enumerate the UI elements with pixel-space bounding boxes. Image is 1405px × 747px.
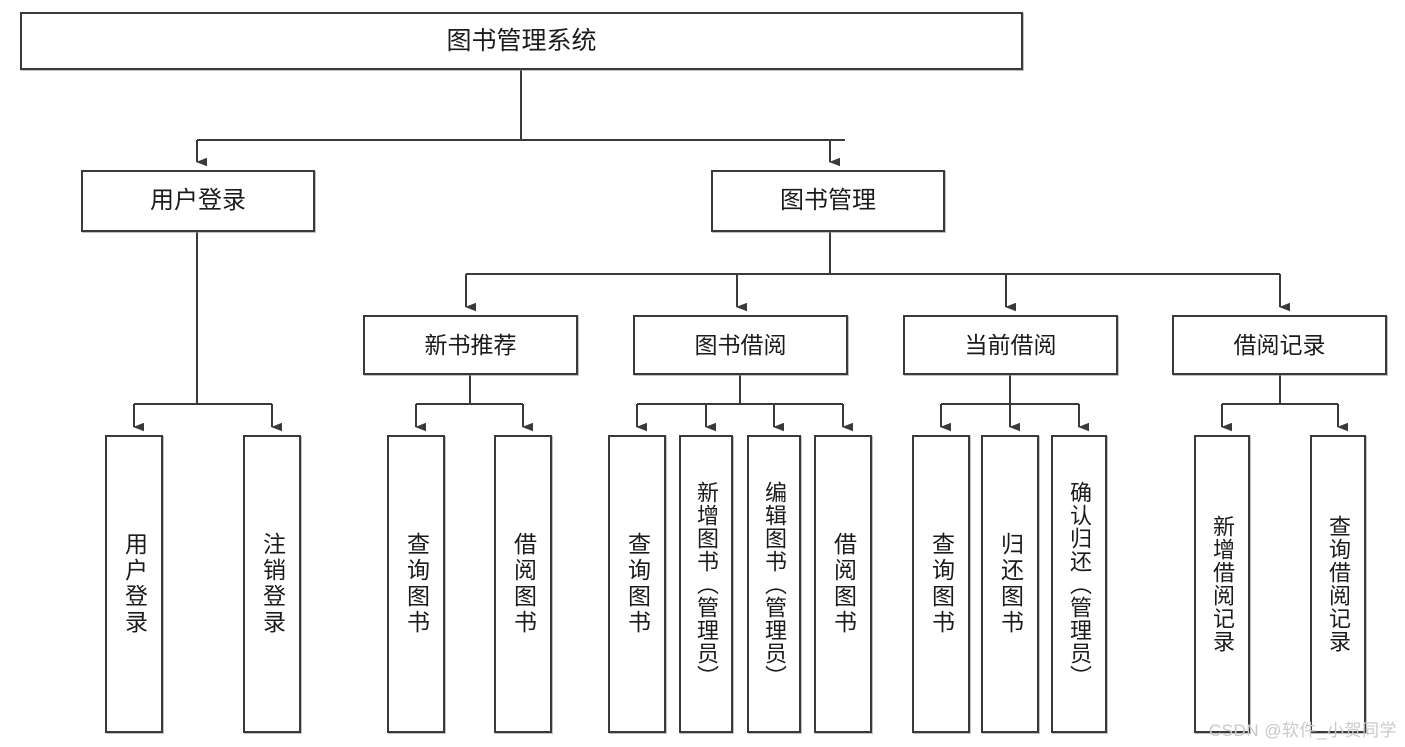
node-leaf-bookborrow-add-book-admin[interactable]: 新增图书（管理员） xyxy=(679,435,733,733)
node-leaf-currentborrow-confirm-return-admin[interactable]: 确认归还（管理员） xyxy=(1051,435,1107,733)
node-leaf-currentborrow-query-book[interactable]: 查询图书 xyxy=(912,435,970,733)
node-label: 确认归还（管理员） xyxy=(1067,480,1092,688)
node-leaf-newbook-query-book[interactable]: 查询图书 xyxy=(387,435,445,733)
node-label: 新增图书（管理员） xyxy=(694,480,719,688)
node-label: 查询图书 xyxy=(624,532,651,636)
node-label: 用户登录 xyxy=(121,532,148,636)
node-leaf-bookborrow-edit-book-admin[interactable]: 编辑图书（管理员） xyxy=(747,435,801,733)
node-leaf-bookborrow-borrow-book[interactable]: 借阅图书 xyxy=(814,435,872,733)
node-label: 图书借阅 xyxy=(694,331,787,358)
node-leaf-borrowrecord-add-record[interactable]: 新增借阅记录 xyxy=(1194,435,1250,733)
node-label: 当前借阅 xyxy=(964,331,1057,358)
node-new-book-recommend[interactable]: 新书推荐 xyxy=(363,315,578,375)
node-label: 借阅图书 xyxy=(510,532,537,636)
node-label: 注销登录 xyxy=(259,532,286,636)
node-book-management[interactable]: 图书管理 xyxy=(711,170,945,232)
node-label: 借阅图书 xyxy=(830,532,857,636)
node-current-borrow[interactable]: 当前借阅 xyxy=(903,315,1118,375)
node-borrow-record[interactable]: 借阅记录 xyxy=(1172,315,1387,375)
csdn-watermark: CSDN @软件_小贺同学 xyxy=(1208,721,1397,740)
node-label: 借阅记录 xyxy=(1233,331,1326,358)
node-leaf-newbook-borrow-book[interactable]: 借阅图书 xyxy=(494,435,552,733)
node-leaf-bookborrow-query-book[interactable]: 查询图书 xyxy=(608,435,666,733)
node-label: 归还图书 xyxy=(997,532,1024,636)
node-label: 编辑图书（管理员） xyxy=(762,480,787,688)
node-label: 图书管理系统 xyxy=(446,26,597,55)
node-user-login[interactable]: 用户登录 xyxy=(81,170,315,232)
node-leaf-user-login-logout[interactable]: 注销登录 xyxy=(243,435,301,733)
node-label: 查询图书 xyxy=(403,532,430,636)
node-leaf-currentborrow-return-book[interactable]: 归还图书 xyxy=(981,435,1039,733)
node-label: 用户登录 xyxy=(150,187,246,215)
node-label: 新增借阅记录 xyxy=(1210,515,1235,653)
node-label: 查询借阅记录 xyxy=(1326,515,1351,653)
node-root-book-management-system[interactable]: 图书管理系统 xyxy=(20,12,1023,70)
node-label: 查询图书 xyxy=(928,532,955,636)
node-label: 图书管理 xyxy=(780,187,876,215)
node-book-borrow[interactable]: 图书借阅 xyxy=(633,315,848,375)
node-leaf-user-login-login[interactable]: 用户登录 xyxy=(105,435,163,733)
node-label: 新书推荐 xyxy=(424,331,517,358)
node-leaf-borrowrecord-query-record[interactable]: 查询借阅记录 xyxy=(1310,435,1366,733)
